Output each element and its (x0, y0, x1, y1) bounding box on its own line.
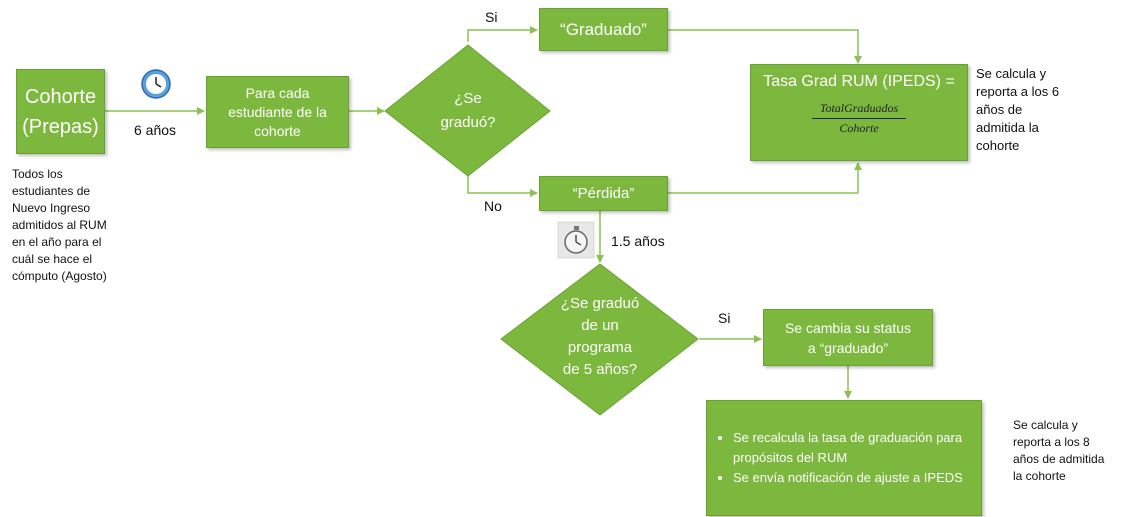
graduado-text: “Graduado” (560, 19, 647, 39)
stopwatch-icon (557, 221, 595, 259)
edge-graduado-to-rate (668, 29, 862, 64)
branch-yes-2-label: Si (718, 310, 731, 326)
grad-rate-title: Tasa Grad RUM (IPEDS) = (763, 73, 955, 90)
edge-decision-to-perdida (467, 176, 538, 197)
edge-perdida-to-rate (668, 162, 862, 194)
cohort-subtitle: (Prepas) (22, 115, 99, 138)
each-student-text: Para cada estudiante de la cohorte (228, 84, 327, 139)
note-6-years: Se calcula y reporta a los 6 años de adm… (976, 66, 1060, 153)
decision-5yr-line3: programa (567, 339, 633, 356)
graduado-box: “Graduado” (539, 8, 668, 51)
recalc-box: Se recalcula la tasa de graduación para … (706, 400, 982, 516)
recalc-bullets: Se recalcula la tasa de graduación para … (715, 428, 969, 488)
decision-graduated-line1: ¿Se (454, 90, 482, 107)
edge-decision-to-graduado (467, 26, 538, 42)
cohort-box: Cohorte (Prepas) (16, 69, 105, 154)
decision-graduated: ¿Se graduó? (420, 87, 516, 135)
decision-5yr-line4: de 5 años? (562, 361, 638, 378)
cohort-note: Todos los estudiantes de Nuevo Ingreso a… (12, 167, 107, 283)
grad-rate-denominator: Cohorte (839, 121, 879, 135)
decision-5yr-line2: de un (581, 317, 619, 334)
six-years-label: 6 años (134, 122, 177, 138)
decision-graduated-line2: graduó? (440, 114, 496, 131)
decision-5yr: ¿Se graduó de un programa de 5 años? (540, 293, 660, 381)
fraction-bar (812, 118, 906, 119)
branch-no-label: No (484, 198, 502, 214)
decision-5yr-shape (500, 263, 699, 416)
one-half-years-label: 1.5 años (611, 233, 665, 249)
grad-rate-formula: TotalGraduados Cohorte (812, 101, 906, 136)
clock-icon (141, 69, 171, 99)
status-change-line1: Se cambia su status (784, 319, 912, 336)
decision-5yr-line1: ¿Se graduó (560, 295, 640, 312)
decision-graduated-shape (384, 44, 551, 177)
grad-rate-numerator: TotalGraduados (819, 101, 899, 115)
perdida-text: “Pérdida” (572, 185, 635, 202)
recalc-bullet-2: Se envía notificación de ajuste a IPEDS (733, 468, 969, 488)
status-change-box: Se cambia su status a “graduado” (763, 309, 933, 366)
note-8-years: Se calcula y reporta a los 8 años de adm… (1013, 418, 1105, 483)
each-student-box: Para cada estudiante de la cohorte (206, 76, 349, 148)
grad-rate-box: Tasa Grad RUM (IPEDS) = TotalGraduados C… (750, 64, 968, 161)
status-change-line2: a “graduado” (807, 339, 889, 356)
cohort-title: Cohorte (24, 85, 97, 108)
branch-yes-label: Si (485, 9, 498, 25)
recalc-bullet-1: Se recalcula la tasa de graduación para … (733, 428, 969, 468)
perdida-box: “Pérdida” (539, 176, 668, 211)
